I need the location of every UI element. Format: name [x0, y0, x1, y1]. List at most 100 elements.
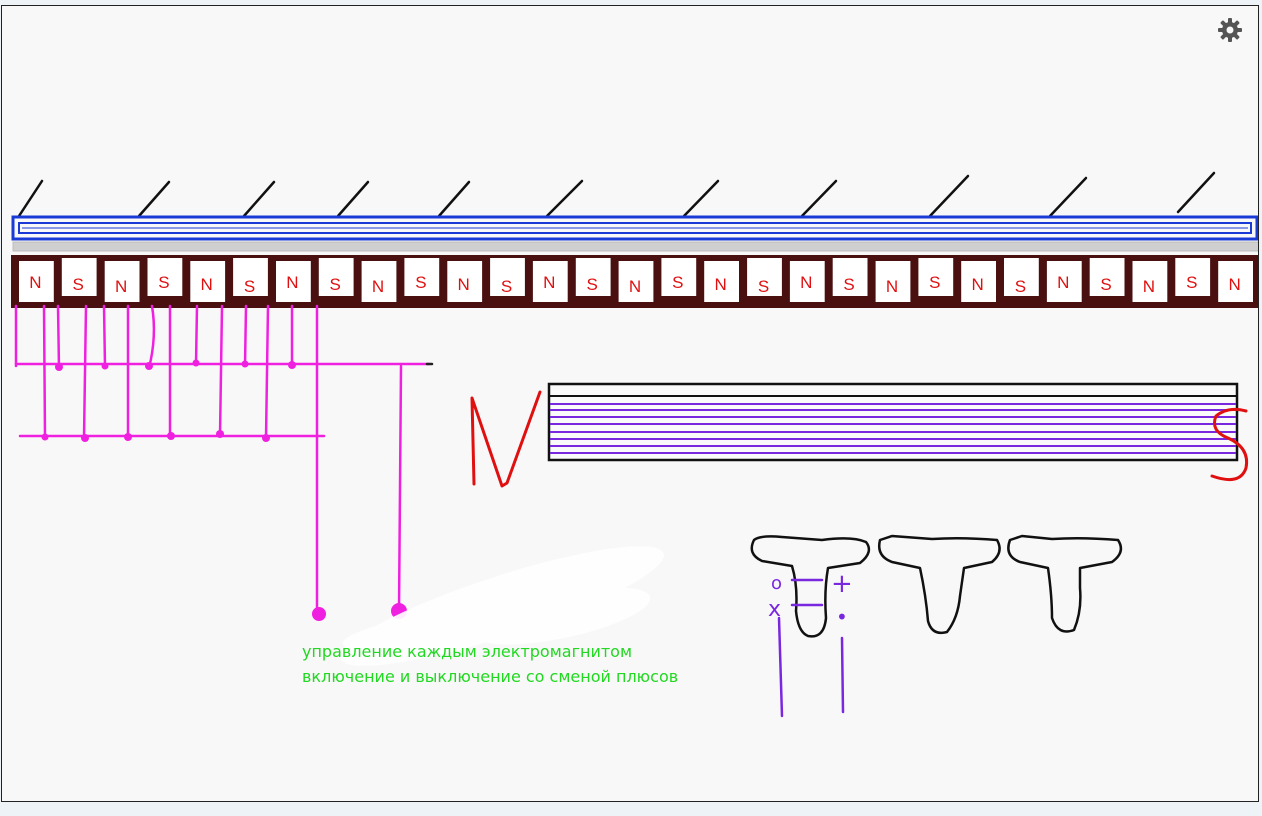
magnet-pole-label: S — [587, 275, 598, 294]
junction-dot — [288, 361, 296, 369]
magnet-cell — [661, 258, 697, 296]
magnet-pole-label: S — [244, 277, 255, 296]
note-line-2: включение и выключение со сменой плюсов — [302, 667, 679, 686]
magnet-cell — [1046, 261, 1082, 302]
lead-right — [397, 364, 403, 613]
hatch-marks — [17, 171, 1216, 218]
wire-drop — [102, 304, 107, 369]
magnet-cell — [190, 261, 226, 302]
magnet-cell — [918, 258, 954, 296]
magnet-pole-label: S — [1100, 275, 1111, 294]
magnet-pole-label: S — [501, 277, 512, 296]
magnet-cell — [1175, 258, 1211, 296]
magnet-pole-label: N — [1057, 273, 1069, 292]
junction-dot — [167, 432, 175, 440]
magnet-pole-label: N — [543, 273, 555, 292]
junction-dot — [55, 363, 63, 371]
wire-drop — [147, 304, 156, 370]
wire-drop — [42, 304, 47, 440]
magnet-pole-label: S — [672, 273, 683, 292]
grey-band — [12, 241, 1258, 252]
t-core — [878, 534, 1001, 635]
magnet-cell — [532, 261, 568, 302]
magnet-pole-label: N — [458, 275, 470, 294]
wire-drop — [243, 304, 248, 368]
magnet-cell — [1218, 261, 1253, 302]
magnet-pole-label: N — [715, 275, 727, 294]
coil-block — [547, 382, 1239, 462]
magnet-cell — [1004, 258, 1039, 296]
junction-dot — [216, 430, 224, 438]
magnet-pole-label: S — [330, 275, 341, 294]
magnet-cell — [789, 261, 825, 302]
wire-drop — [218, 304, 224, 438]
magnet-pole-label: N — [286, 273, 298, 292]
settings-button[interactable] — [1216, 16, 1244, 44]
magenta-junctions — [41, 359, 407, 621]
blue-rail — [11, 215, 1258, 241]
hatch-mark — [1176, 171, 1216, 214]
magnet-cell — [147, 258, 183, 296]
hatch-mark — [1048, 176, 1088, 218]
magnet-cell — [318, 258, 354, 296]
magnet-cell — [747, 258, 782, 296]
note-line-1: управление каждым электромагнитом — [302, 642, 633, 661]
cross-symbol: x — [768, 597, 781, 622]
pole-letter-s — [1210, 407, 1249, 482]
magnet-pole-label: N — [201, 275, 213, 294]
t-core — [1007, 534, 1123, 633]
magnet-pole-label: N — [372, 277, 384, 296]
magnet-cell — [19, 261, 54, 302]
magnet-pole-label: N — [1143, 277, 1155, 296]
magnet-pole-label: S — [415, 273, 426, 292]
magnet-cell — [1089, 258, 1125, 296]
hatch-mark — [137, 180, 171, 218]
magnet-cell — [61, 258, 97, 296]
t-cores — [750, 534, 1123, 638]
magnet-cell — [704, 261, 739, 302]
hatch-mark — [800, 179, 838, 218]
junction-dot — [192, 359, 200, 367]
magnet-cell — [1132, 261, 1168, 302]
junction-dot — [81, 434, 89, 442]
hatch-mark — [437, 180, 471, 218]
wire-drop — [56, 304, 61, 371]
magnet-pole-label: N — [29, 273, 41, 292]
hatch-mark — [336, 180, 370, 218]
bottom-strip — [0, 803, 1262, 816]
magnet-cell — [832, 258, 868, 296]
magnet-pole-label: N — [115, 277, 127, 296]
magnet-pole-label: N — [971, 275, 983, 294]
wire-drop — [264, 304, 270, 441]
t-core — [750, 535, 871, 638]
magnet-pole-label: S — [73, 275, 84, 294]
hatch-mark — [17, 179, 44, 218]
wire-drop — [194, 304, 199, 366]
purple-terminals — [777, 578, 845, 718]
magnet-pole-label: N — [629, 277, 641, 296]
hatch-mark — [242, 180, 276, 218]
magenta-wiring — [14, 304, 434, 616]
purple-lead — [840, 636, 845, 714]
terminal-left — [312, 607, 326, 621]
circle-symbol: o — [771, 573, 782, 594]
purple-lead — [777, 616, 784, 718]
magnet-cell — [490, 258, 525, 296]
wire-drop — [82, 304, 88, 440]
magnet-pole-label: S — [843, 275, 854, 294]
magnet-pole-label: S — [929, 273, 940, 292]
junction-dot — [262, 434, 270, 442]
hatch-mark — [545, 179, 584, 218]
junction-dot — [145, 362, 153, 370]
magnet-cell — [404, 258, 440, 296]
magnet-pole-label: N — [886, 277, 898, 296]
junction-dot — [241, 360, 249, 368]
magnet-cell — [276, 261, 311, 302]
magnet-cell — [361, 261, 397, 302]
magnet-pole-label: N — [1228, 275, 1240, 294]
magnet-pole-label: S — [1015, 277, 1026, 296]
plus-symbol: + — [831, 569, 853, 599]
